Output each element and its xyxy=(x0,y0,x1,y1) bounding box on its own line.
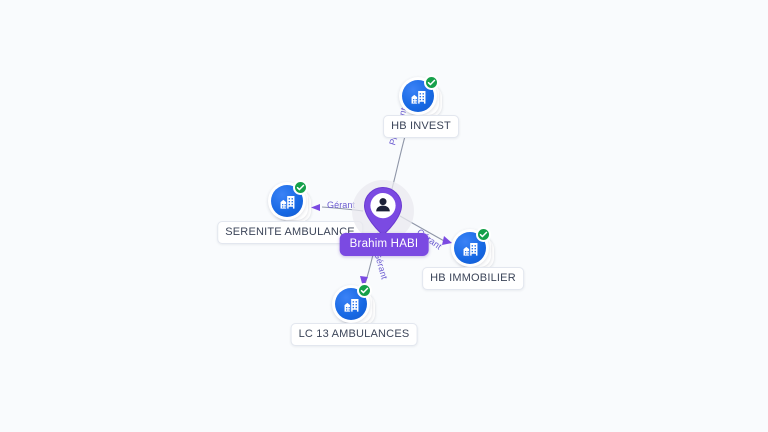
verified-check-icon xyxy=(476,227,491,242)
node-label-hb-immobilier[interactable]: HB IMMOBILIER xyxy=(422,267,524,290)
company-stack xyxy=(268,180,312,226)
person-pin-marker[interactable] xyxy=(363,186,403,236)
edge-arrowhead-serenite xyxy=(311,204,320,211)
company-stack xyxy=(332,283,376,329)
node-label-lc-13-ambulances[interactable]: LC 13 AMBULANCES xyxy=(290,323,418,346)
node-label-serenite-ambulance[interactable]: SERENITE AMBULANCE xyxy=(217,221,363,244)
verified-check-icon xyxy=(293,180,308,195)
company-building-icon xyxy=(454,232,486,264)
edge-arrowhead-hb-immobilier xyxy=(442,236,452,245)
person-icon xyxy=(376,198,390,212)
node-label-hb-invest[interactable]: HB INVEST xyxy=(383,115,459,138)
node-label-brahim-habi[interactable]: Brahim HABI xyxy=(339,233,429,256)
company-stack xyxy=(399,75,443,121)
verified-check-icon xyxy=(357,283,372,298)
verified-check-icon xyxy=(424,75,439,90)
edge-arrowhead-lc13 xyxy=(360,276,368,287)
company-stack xyxy=(451,227,495,273)
